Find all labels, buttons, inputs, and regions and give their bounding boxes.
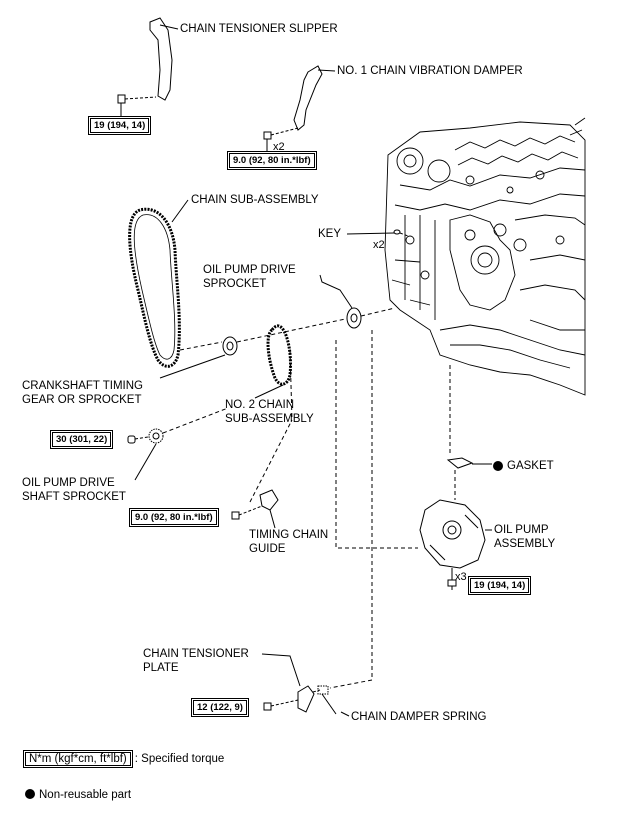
- engine-block: [384, 117, 586, 396]
- gasket: [446, 457, 492, 469]
- damper-bolt: [263, 127, 299, 152]
- legend-torque-desc: : Specified torque: [134, 753, 225, 765]
- label-gasket: GASKET: [507, 460, 554, 472]
- label-chain-tensioner-slipper: CHAIN TENSIONER SLIPPER: [180, 23, 338, 35]
- label-chain-damper-spring: CHAIN DAMPER SPRING: [351, 711, 487, 723]
- legend-torque-box: N*m (kgf*cm, ft*lbf): [23, 750, 133, 768]
- qty-keys: x2: [373, 239, 385, 251]
- non-reusable-dot-icon: [25, 789, 35, 799]
- qty-damper-bolts: x2: [273, 141, 285, 153]
- label-chain-sub-assembly: CHAIN SUB-ASSEMBLY: [191, 194, 319, 206]
- torque-damper-bolt: 9.0 (92, 80 in.*lbf): [227, 151, 317, 170]
- qty-oil-pump-bolts: x3: [455, 571, 467, 583]
- legend-non-reusable-text: Non-reusable part: [39, 789, 132, 801]
- oil-pump-assembly: [419, 499, 492, 569]
- label-oil-pump-drive-shaft-sprocket: OIL PUMP DRIVE SHAFT SPROCKET: [22, 477, 126, 503]
- timing-chain-guide: [259, 489, 279, 529]
- drive-shaft-nut: [127, 435, 149, 444]
- no1-chain-vibration-damper: [293, 65, 336, 131]
- guide-bolt: [231, 505, 263, 520]
- oil-pump-drive-sprocket: [319, 274, 396, 329]
- crankshaft-timing-gear: [159, 317, 351, 379]
- label-no2-chain-sub-assembly: NO. 2 CHAIN SUB-ASSEMBLY: [225, 399, 314, 425]
- chain-sub-assembly: [128, 199, 189, 368]
- torque-guide-bolt: 9.0 (92, 80 in.*lbf): [129, 508, 219, 527]
- label-oil-pump-assembly: OIL PUMP ASSEMBLY: [494, 524, 556, 550]
- chain-tensioner-slipper: [149, 17, 179, 101]
- leader-lines: [340, 711, 350, 717]
- torque-oil-pump-bolt: 19 (194, 14): [467, 576, 532, 595]
- torque-tensioner-plate-bolt: 12 (122, 9): [191, 698, 249, 717]
- label-no1-chain-vibration-damper: NO. 1 CHAIN VIBRATION DAMPER: [337, 65, 523, 77]
- chain-damper-spring: [312, 685, 337, 715]
- oil-pump-bolt: [447, 568, 457, 590]
- label-oil-pump-drive-sprocket: OIL PUMP DRIVE SPROCKET: [203, 264, 296, 290]
- legend-non-reusable: Non-reusable part: [25, 788, 131, 802]
- non-reusable-dot-gasket: [493, 461, 503, 471]
- tensioner-plate-bolt: [263, 699, 299, 711]
- key: [346, 229, 409, 237]
- legend-torque: N*m (kgf*cm, ft*lbf): Specified torque: [23, 750, 225, 768]
- label-chain-tensioner-plate: CHAIN TENSIONER PLATE: [143, 648, 249, 674]
- torque-drive-shaft-nut: 30 (301, 22): [49, 430, 114, 449]
- label-crankshaft-timing-gear: CRANKSHAFT TIMING GEAR OR SPROCKET: [22, 380, 143, 406]
- slipper-bolt: [117, 94, 157, 117]
- no2-chain-sub-assembly: [254, 324, 293, 421]
- label-timing-chain-guide: TIMING CHAIN GUIDE: [249, 529, 329, 555]
- oil-pump-drive-shaft-sprocket: [134, 407, 229, 481]
- torque-slipper-bolt: 19 (194, 14): [87, 116, 152, 135]
- alignment-lines: [249, 330, 456, 689]
- label-key: KEY: [318, 228, 342, 240]
- chain-tensioner-plate: [261, 653, 315, 713]
